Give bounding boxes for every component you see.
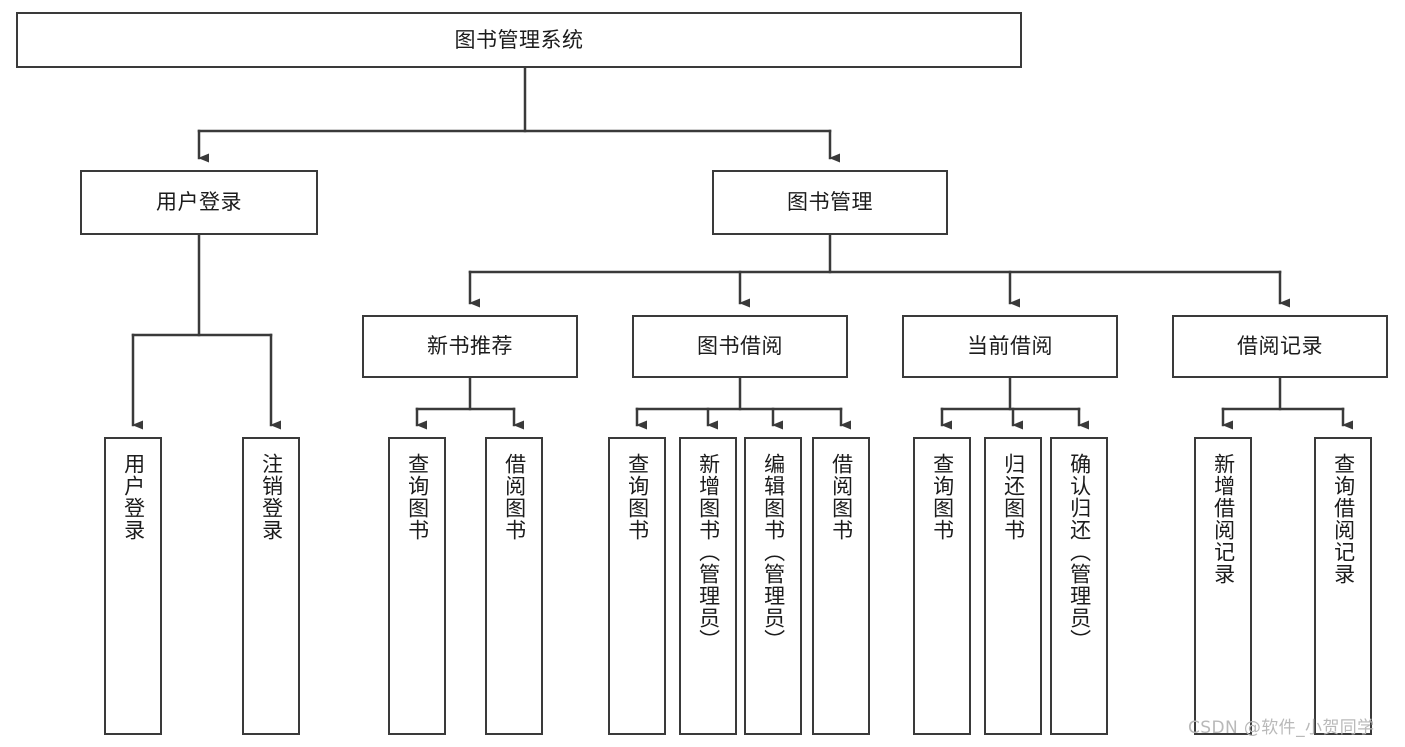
node-book-manage[interactable]: 图书管理: [712, 170, 948, 235]
node-leaf-user-login[interactable]: 用户登录: [104, 437, 162, 735]
node-leaf-borrow-book-label: 借阅图书: [829, 453, 854, 541]
node-leaf-confirm-return-admin[interactable]: 确认归还（管理员）: [1050, 437, 1108, 735]
node-user-login-label: 用户登录: [156, 190, 242, 215]
node-leaf-user-login-label: 用户登录: [121, 453, 146, 541]
node-leaf-add-borrow-record-label: 新增借阅记录: [1211, 453, 1236, 585]
csdn-watermark: CSDN @软件_小贺同学: [1188, 718, 1375, 738]
node-borrow-record-label: 借阅记录: [1237, 334, 1323, 359]
node-leaf-query-book-recommend[interactable]: 查询图书: [388, 437, 446, 735]
node-leaf-query-borrow-record[interactable]: 查询借阅记录: [1314, 437, 1372, 735]
node-current-borrow[interactable]: 当前借阅: [902, 315, 1118, 378]
node-user-login[interactable]: 用户登录: [80, 170, 318, 235]
node-leaf-query-book-borrow-label: 查询图书: [625, 453, 650, 541]
node-leaf-edit-book-admin[interactable]: 编辑图书（管理员）: [744, 437, 802, 735]
node-new-book-recommend[interactable]: 新书推荐: [362, 315, 578, 378]
node-leaf-logout-login[interactable]: 注销登录: [242, 437, 300, 735]
node-root[interactable]: 图书管理系统: [16, 12, 1022, 68]
node-borrow-record[interactable]: 借阅记录: [1172, 315, 1388, 378]
node-leaf-confirm-return-admin-label: 确认归还（管理员）: [1067, 453, 1092, 651]
node-leaf-borrow-book-recommend-label: 借阅图书: [502, 453, 527, 541]
node-leaf-query-book-borrow[interactable]: 查询图书: [608, 437, 666, 735]
node-leaf-borrow-book-recommend[interactable]: 借阅图书: [485, 437, 543, 735]
node-new-book-recommend-label: 新书推荐: [427, 334, 513, 359]
node-leaf-add-borrow-record[interactable]: 新增借阅记录: [1194, 437, 1252, 735]
node-leaf-borrow-book[interactable]: 借阅图书: [812, 437, 870, 735]
node-leaf-query-book-recommend-label: 查询图书: [405, 453, 430, 541]
node-leaf-return-book-label: 归还图书: [1001, 453, 1026, 541]
node-leaf-query-borrow-record-label: 查询借阅记录: [1331, 453, 1356, 585]
node-leaf-edit-book-admin-label: 编辑图书（管理员）: [761, 453, 786, 651]
node-root-label: 图书管理系统: [454, 27, 584, 52]
node-leaf-return-book[interactable]: 归还图书: [984, 437, 1042, 735]
node-book-borrow[interactable]: 图书借阅: [632, 315, 848, 378]
node-leaf-add-book-admin-label: 新增图书（管理员）: [696, 453, 721, 651]
node-leaf-query-book-current[interactable]: 查询图书: [913, 437, 971, 735]
node-book-borrow-label: 图书借阅: [697, 334, 783, 359]
node-current-borrow-label: 当前借阅: [967, 334, 1053, 359]
node-leaf-query-book-current-label: 查询图书: [930, 453, 955, 541]
node-leaf-add-book-admin[interactable]: 新增图书（管理员）: [679, 437, 737, 735]
node-leaf-logout-login-label: 注销登录: [259, 453, 284, 541]
node-book-manage-label: 图书管理: [787, 190, 873, 215]
